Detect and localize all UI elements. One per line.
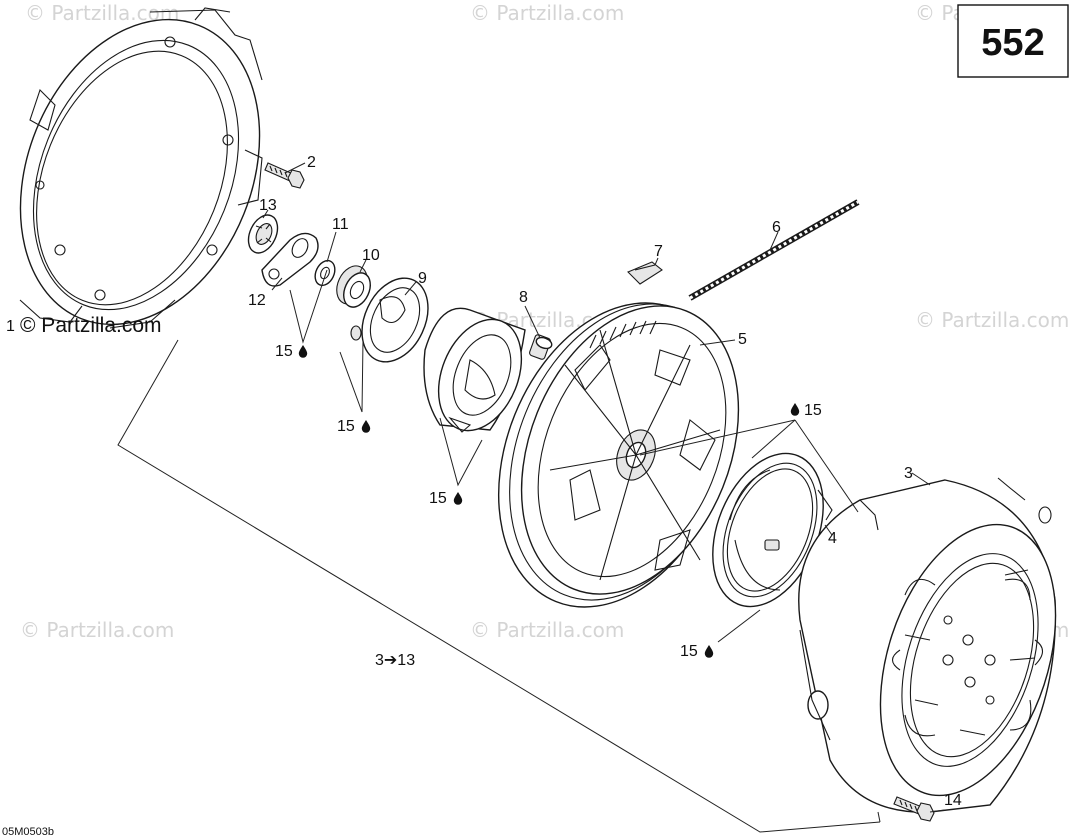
callout-8: 8: [519, 289, 528, 306]
callout-13: 13: [259, 197, 277, 214]
callout-2: 2: [307, 154, 316, 171]
plate-number-box: 552: [957, 4, 1069, 78]
callout-4: 4: [828, 530, 837, 547]
figure-code: 05M0503b: [2, 826, 54, 838]
leader-lines: [117, 162, 946, 833]
callout-3: 3: [904, 465, 913, 482]
callout-labels: 1 © Partzilla.com 2 3 4 5 6 7 8 9 10 11 …: [2, 154, 962, 838]
lube-ref-number: 15: [337, 418, 355, 435]
lube-ref: 15: [429, 490, 463, 507]
range-label: 3➔13: [375, 652, 415, 669]
part-6-rope: [688, 199, 860, 301]
callout-11: 11: [332, 216, 349, 233]
part-13-washer: [247, 214, 279, 254]
part-5-pulley: [497, 302, 740, 608]
lube-ref-number: 15: [275, 343, 293, 360]
lube-ref: 15: [680, 643, 714, 660]
plate-number: 552: [981, 22, 1044, 64]
callout-1: 1: [6, 318, 15, 335]
part-7-handle: [627, 261, 663, 285]
callout-7: 7: [654, 243, 663, 260]
callout-12: 12: [248, 292, 266, 309]
watermark-text: © Partzilla.com: [20, 618, 174, 642]
part-8-cam: [423, 307, 553, 433]
oil-drop-icon: [361, 420, 371, 433]
callout-14: 14: [944, 792, 962, 809]
part-2-bolt: [264, 162, 305, 189]
callout-9: 9: [418, 270, 427, 287]
oil-drop-icon: [704, 645, 714, 658]
callout-6: 6: [772, 219, 781, 236]
part-1-housing-flange: [19, 7, 263, 329]
oil-drop-icon: [298, 345, 308, 358]
part-4-spring: [712, 452, 833, 608]
watermark-text: © Partzilla.com: [470, 618, 624, 642]
lube-ref: 15: [337, 418, 371, 435]
callout-5: 5: [738, 331, 747, 348]
lube-ref-number: 15: [804, 402, 822, 419]
part-14-bolt: [893, 796, 935, 822]
part-3-cover: [798, 477, 1057, 813]
watermark-text: © Partzilla.com: [470, 1, 624, 25]
lube-references: 15 15 15 15 15: [275, 343, 822, 660]
part-10-bushing: [336, 265, 371, 308]
lube-ref-number: 15: [429, 490, 447, 507]
lube-ref-number: 15: [680, 643, 698, 660]
part-11-washer: [314, 259, 336, 287]
callout-10: 10: [362, 247, 380, 264]
part-9-ratchet: [350, 277, 429, 363]
watermark-text: © Partzilla.com: [20, 314, 162, 337]
lube-ref: 15: [790, 402, 822, 419]
oil-drop-icon: [790, 403, 800, 416]
watermark-text: © Partzilla.com: [915, 308, 1069, 332]
oil-drop-icon: [453, 492, 463, 505]
lube-ref: 15: [275, 343, 308, 360]
part-12-lever: [261, 232, 319, 287]
